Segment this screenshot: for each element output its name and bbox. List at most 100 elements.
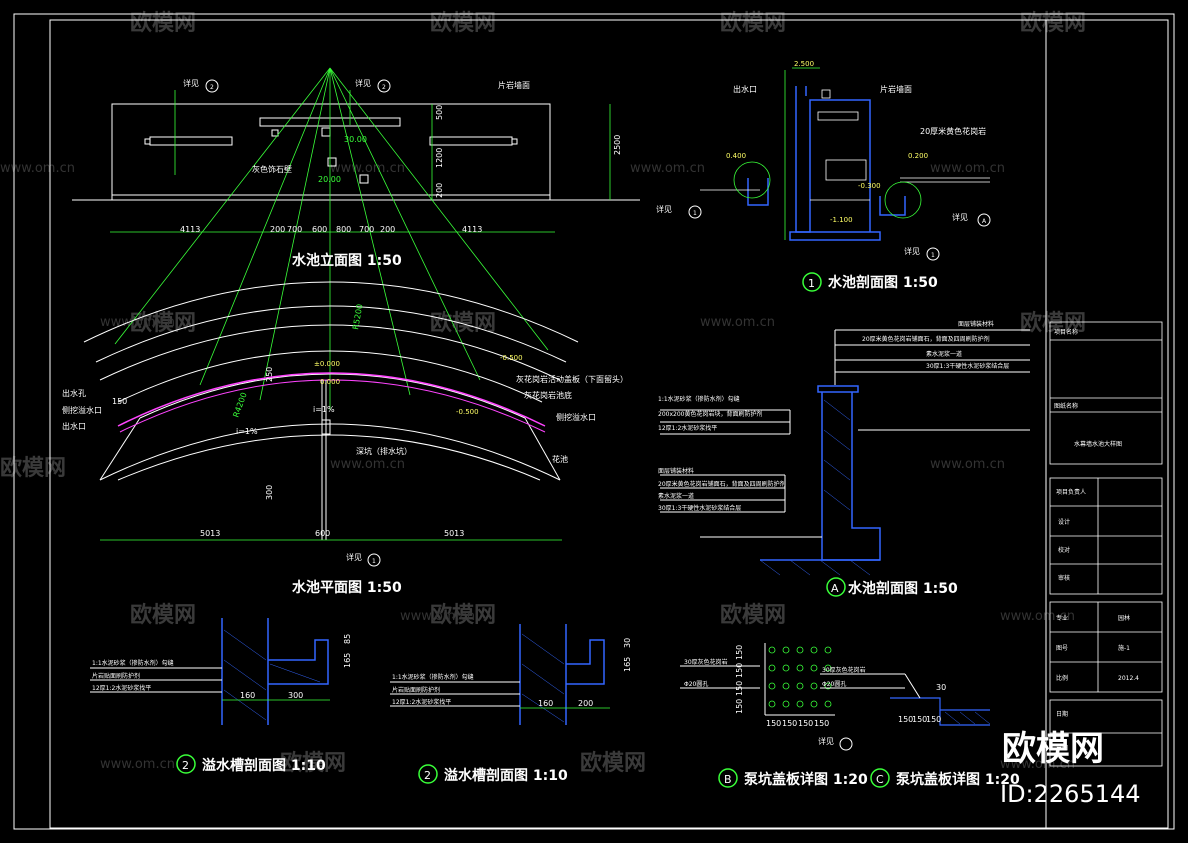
- pump-hole: [782, 682, 790, 690]
- elevation-vdim: 1200: [435, 148, 444, 168]
- elevation-dim: 200: [380, 225, 395, 234]
- overflow-1-num: 2: [182, 759, 189, 772]
- watermark-text: 欧模网: [580, 750, 646, 776]
- overflow-1-dim: 160: [240, 691, 255, 700]
- pump-hole: [796, 646, 804, 654]
- section-a-drawing: 面层铺装材料 20厚米黄色花岗岩铺面石，背面及四周刷防护剂 素水泥浆一道 30厚…: [658, 320, 1030, 597]
- overflow-1-note: 片岩贴面刷防护剂: [92, 672, 140, 680]
- plan-level: ±0.000: [314, 360, 340, 368]
- pump-hole: [810, 646, 818, 654]
- overflow-detail-2: 1:1水泥砂浆（掺防水剂）勾缝 片岩贴面刷防护剂 12厚1:2水泥砂浆找平 16…: [390, 624, 632, 784]
- plan-label: 深坑（排水坑）: [356, 446, 412, 456]
- tb-label: 专业: [1056, 614, 1068, 622]
- plan-label: 侧挖溢水口: [556, 412, 596, 422]
- elevation-vdim: 2500: [613, 135, 622, 155]
- pump-2-note: Φ20圆孔: [822, 680, 846, 688]
- watermark-site: www.om.cn: [330, 161, 405, 176]
- watermark-site: www.om.cn: [330, 457, 405, 472]
- watermark-text: 欧模网: [280, 750, 346, 776]
- pump-1-dim: 150: [798, 719, 813, 728]
- watermark-text: 欧模网: [720, 602, 786, 628]
- plan-label: 侧挖溢水口: [62, 405, 102, 415]
- overflow-1-dim: 300: [288, 691, 303, 700]
- elevation-dim: 700: [287, 225, 302, 234]
- pump-hole: [782, 646, 790, 654]
- section-1-tag: 1: [693, 210, 697, 217]
- pump-hole: [824, 664, 832, 672]
- plan-dim: 250: [265, 367, 274, 382]
- section-a-note: 1:1水泥砂浆（掺防水剂）勾缝: [658, 395, 740, 403]
- elevation-note: 灰色饰石壁: [252, 164, 292, 174]
- pump-hole: [810, 700, 818, 708]
- pump-1-title: 泵坑盖板详图 1:20: [744, 771, 868, 788]
- pump-1-dim: 150: [766, 719, 781, 728]
- pump-1-ref: 详见: [818, 736, 834, 746]
- section-1-title: 水池剖面图 1:50: [828, 274, 938, 291]
- pump-2-dim: 150: [912, 715, 927, 724]
- section-1-level: 2.500: [794, 60, 814, 68]
- section-1-tag: A: [982, 218, 987, 225]
- pump-cover-detail-1: 30厚灰色花岗岩 Φ20圆孔 150 150 150 150 150 150 1…: [680, 643, 868, 788]
- section-a-note: 面层铺装材料: [958, 320, 994, 328]
- section-1-drawing: 出水口 片岩墙面 20厚米黄色花岗岩 详见 1 详见 A 详见 1 2.500 …: [656, 60, 991, 292]
- elevation-dim: 4113: [180, 225, 200, 234]
- watermark-site: www.om.cn: [1000, 609, 1075, 624]
- tb-value: 园林: [1118, 614, 1130, 622]
- pump-hole: [796, 664, 804, 672]
- plan-overflow-channel: [117, 372, 546, 427]
- section-a-note: 12厚1:2水泥砂浆找平: [658, 424, 717, 432]
- plan-dim: 300: [265, 485, 274, 500]
- overflow-detail-1: 1:1水泥砂浆（掺防水剂）勾缝 片岩贴面刷防护剂 12厚1:2水泥砂浆找平 16…: [90, 618, 352, 774]
- pump-1-num: B: [724, 773, 732, 786]
- watermark-site: www.om.cn: [1000, 757, 1075, 772]
- overflow-2-note: 12厚1:2水泥砂浆找平: [392, 698, 451, 706]
- overflow-2-dim: 200: [578, 699, 593, 708]
- plan-level: -0.500: [456, 408, 479, 416]
- tb-label: 比例: [1056, 674, 1068, 682]
- watermark-site: www.om.cn: [630, 161, 705, 176]
- watermark-text: 欧模网: [430, 602, 496, 628]
- pump-1-dim: 150: [735, 681, 744, 696]
- plan-dim: 150: [112, 397, 127, 406]
- pump-cover-detail-2: 30厚灰色花岗岩 Φ20圆孔 150 150 150 30 C 泵坑盖板详图 1…: [820, 666, 1020, 788]
- elevation-dim: 800: [336, 225, 351, 234]
- title-block: [1049, 321, 1163, 767]
- title-block-text: 项目名称 图纸名称 水幕墙水池大样图 项目负责人 设计 校对 审核 专业 图号 …: [1054, 328, 1139, 752]
- tb-label: 日期: [1056, 710, 1068, 718]
- section-1-tag: 1: [931, 252, 935, 259]
- pump-hole: [824, 700, 832, 708]
- section-a-note: 20厚米黄色花岗岩铺面石，背面及四周刷防护剂: [658, 480, 786, 488]
- pump-hole: [824, 682, 832, 690]
- plan-radius: R4200: [231, 391, 248, 418]
- plan-dim: 5013: [444, 529, 464, 538]
- plan-tag: 1: [372, 558, 376, 565]
- section-1-label: 出水口: [733, 84, 757, 94]
- tb-label: 图纸名称: [1054, 402, 1078, 410]
- overflow-1-dim: 165: [343, 653, 352, 668]
- brand-badge: 欧模网 ID:2265144: [1000, 729, 1141, 808]
- plan-dim: 600: [315, 529, 330, 538]
- pump-hole: [768, 664, 776, 672]
- section-1-level: 0.200: [908, 152, 928, 160]
- plan-radius: R5200: [351, 303, 364, 330]
- tb-value: 2012.4: [1118, 675, 1139, 682]
- pump-hole: [796, 682, 804, 690]
- watermark-site: www.om.cn: [930, 161, 1005, 176]
- watermark-text: 欧模网: [130, 602, 196, 628]
- pump-hole: [768, 682, 776, 690]
- pump-hole: [768, 646, 776, 654]
- section-1-label: 片岩墙面: [880, 84, 912, 94]
- overflow-1-note: 1:1水泥砂浆（掺防水剂）勾缝: [92, 659, 174, 667]
- elevation-dim: 700: [359, 225, 374, 234]
- pump-1-note: 30厚灰色花岗岩: [684, 658, 728, 666]
- pump-1-dim: 150: [782, 719, 797, 728]
- overflow-2-num: 2: [424, 769, 431, 782]
- section-1-label: 20厚米黄色花岗岩: [920, 126, 986, 136]
- elevation-dim: 200: [270, 225, 285, 234]
- tb-label: 图号: [1056, 645, 1068, 652]
- section-a-note: 面层铺装材料: [658, 467, 694, 475]
- plan-label: 详见: [346, 552, 362, 562]
- pump-1-dim: 150: [735, 663, 744, 678]
- plan-drawing: 出水孔 侧挖溢水口 出水口 灰花岗岩活动盖板（下面留头） 灰花岗岩池底 侧挖溢水…: [62, 281, 628, 596]
- elevation-angle: 20.00: [318, 175, 341, 184]
